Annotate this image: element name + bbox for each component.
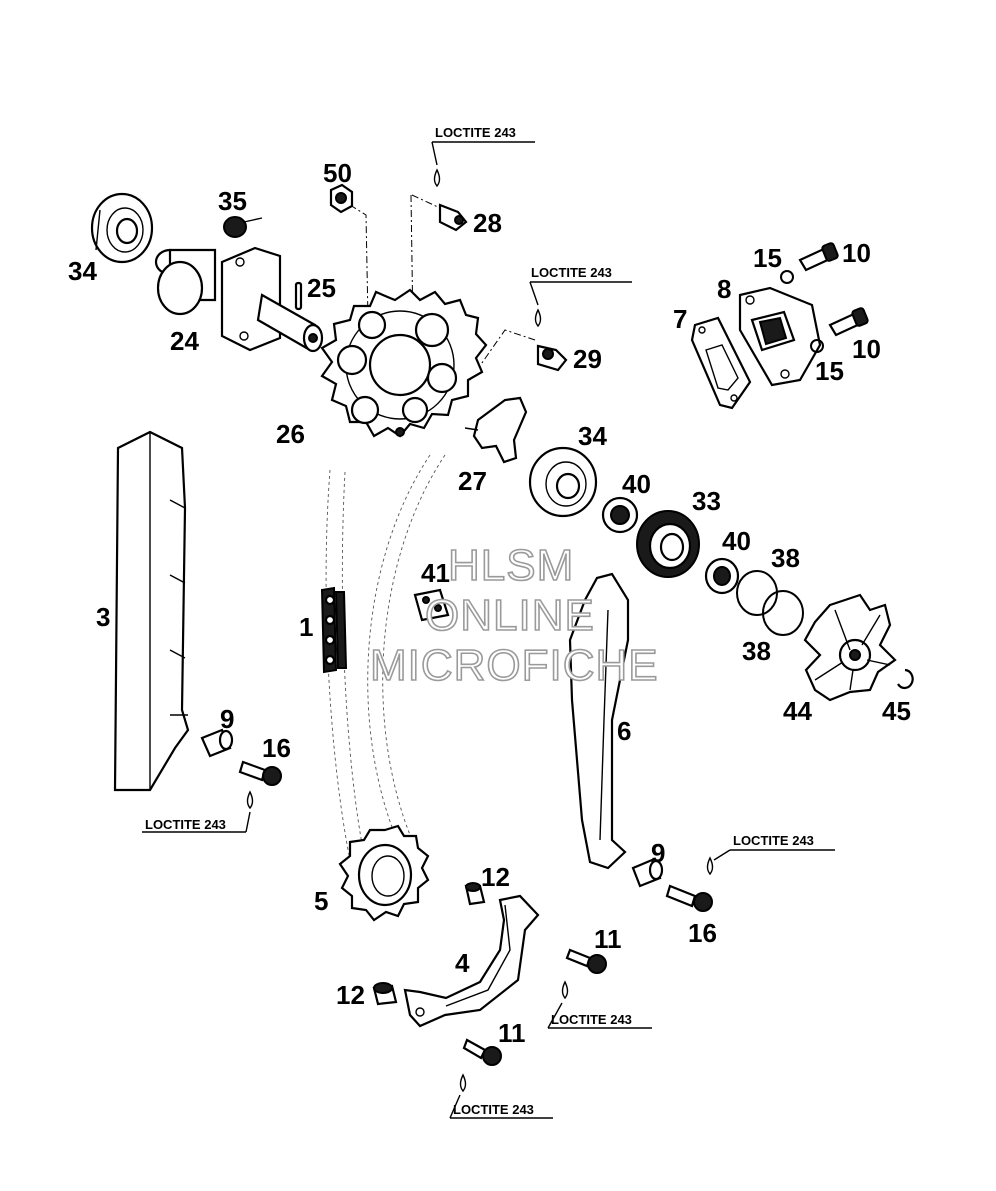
dowel-12-bottom: [372, 982, 398, 1006]
callout-9-right: 9: [651, 838, 665, 868]
callout-25: 25: [307, 273, 336, 303]
callout-40-top: 40: [622, 469, 651, 499]
callout-6: 6: [617, 716, 631, 746]
callout-5: 5: [314, 886, 328, 916]
callout-41: 41: [421, 558, 450, 588]
callout-34-top: 34: [68, 256, 97, 286]
bolt-29: [536, 344, 568, 372]
o-ring-38-b: [762, 590, 804, 636]
callout-11-right: 11: [594, 924, 622, 954]
callout-1: 1: [299, 612, 313, 642]
callout-29: 29: [573, 344, 602, 374]
callout-12-top: 12: [481, 862, 510, 892]
chain-link-41: [413, 588, 450, 622]
bearing-34-top: [90, 192, 154, 264]
nut-50: [329, 183, 354, 214]
loctite-drops: [246, 168, 714, 1093]
chain-1: [320, 586, 348, 674]
loctite-note-29: LOCTITE 243: [531, 265, 612, 280]
callout-11-bottom: 11: [498, 1018, 526, 1048]
callout-45: 45: [882, 696, 911, 726]
dowel-12-top: [464, 882, 486, 906]
loctite-note-28: LOCTITE 243: [435, 125, 516, 140]
dowel-9-right: [631, 858, 664, 888]
callout-28: 28: [473, 208, 502, 238]
washer-15-b: [810, 339, 824, 353]
callout-26: 26: [276, 419, 305, 449]
loctite-note-16-right: LOCTITE 243: [733, 833, 814, 848]
callout-38-bottom: 38: [742, 636, 771, 666]
callout-16-right: 16: [688, 918, 717, 948]
callout-50: 50: [323, 158, 352, 188]
callout-8: 8: [717, 274, 731, 304]
bolt-10-a: [798, 242, 839, 272]
callout-40-mid: 40: [722, 526, 751, 556]
camshaft-24: [154, 246, 324, 353]
loctite-note-11-bottom: LOCTITE 243: [453, 1102, 534, 1117]
callout-38-top: 38: [771, 543, 800, 573]
callout-10-top: 10: [842, 238, 871, 268]
bolt-28: [438, 203, 468, 232]
bolt-11-bottom: [462, 1038, 502, 1066]
seal-40-a: [601, 496, 639, 534]
callout-16-left: 16: [262, 733, 291, 763]
callout-34-mid: 34: [578, 421, 607, 451]
circlip-45: [897, 668, 914, 690]
crank-sprocket-5: [338, 824, 430, 922]
callout-27: 27: [458, 466, 487, 496]
callout-7: 7: [673, 304, 687, 334]
watermark-line-1: HLSM: [448, 541, 574, 590]
callout-9-left: 9: [220, 704, 234, 734]
pin-25: [294, 281, 303, 311]
bolt-16-left: [238, 760, 282, 786]
gasket-7: [690, 316, 752, 410]
seal-33: [636, 510, 700, 578]
callout-35: 35: [218, 186, 247, 216]
callout-24: 24: [170, 326, 199, 356]
guide-rail-3: [113, 430, 190, 792]
callout-4: 4: [455, 948, 470, 978]
bolt-11-right: [565, 948, 607, 974]
loctite-leaders: [142, 141, 835, 1119]
callout-labels: 50 35 28 34 25 24 15 10 8 7 29 10 15 26 …: [68, 158, 911, 1048]
callout-3: 3: [96, 602, 110, 632]
loctite-note-16-left: LOCTITE 243: [145, 817, 226, 832]
dowel-9-left: [200, 728, 234, 758]
o-ring-38-a: [736, 570, 778, 616]
loctite-note-11-right: LOCTITE 243: [551, 1012, 632, 1027]
assembly-lines: [325, 194, 536, 861]
watermark-line-3: MICROFICHE: [370, 641, 659, 690]
washer-15-a: [780, 270, 794, 284]
callout-44: 44: [783, 696, 812, 726]
bolt-16-right: [665, 884, 713, 912]
cam-sprocket-26: [320, 288, 488, 438]
callout-12-bottom: 12: [336, 980, 365, 1010]
bearing-34-mid: [528, 446, 598, 518]
lower-guide-4: [403, 894, 540, 1028]
callout-10-bottom: 10: [852, 334, 881, 364]
callout-15-top: 15: [753, 243, 782, 273]
impeller-44: [803, 593, 897, 702]
tensioner-8: [738, 286, 822, 387]
watermark: HLSM ONLINE MICROFICHE: [369, 540, 659, 691]
seal-40-b: [704, 557, 740, 595]
tensioner-rail-6: [568, 572, 630, 870]
bolt-10-b: [828, 307, 869, 337]
watermark-line-2: ONLINE: [425, 591, 595, 640]
spring-35: [223, 216, 263, 238]
callout-15-bottom: 15: [815, 356, 844, 386]
decomp-lever-27: [464, 396, 528, 464]
callout-33: 33: [692, 486, 721, 516]
